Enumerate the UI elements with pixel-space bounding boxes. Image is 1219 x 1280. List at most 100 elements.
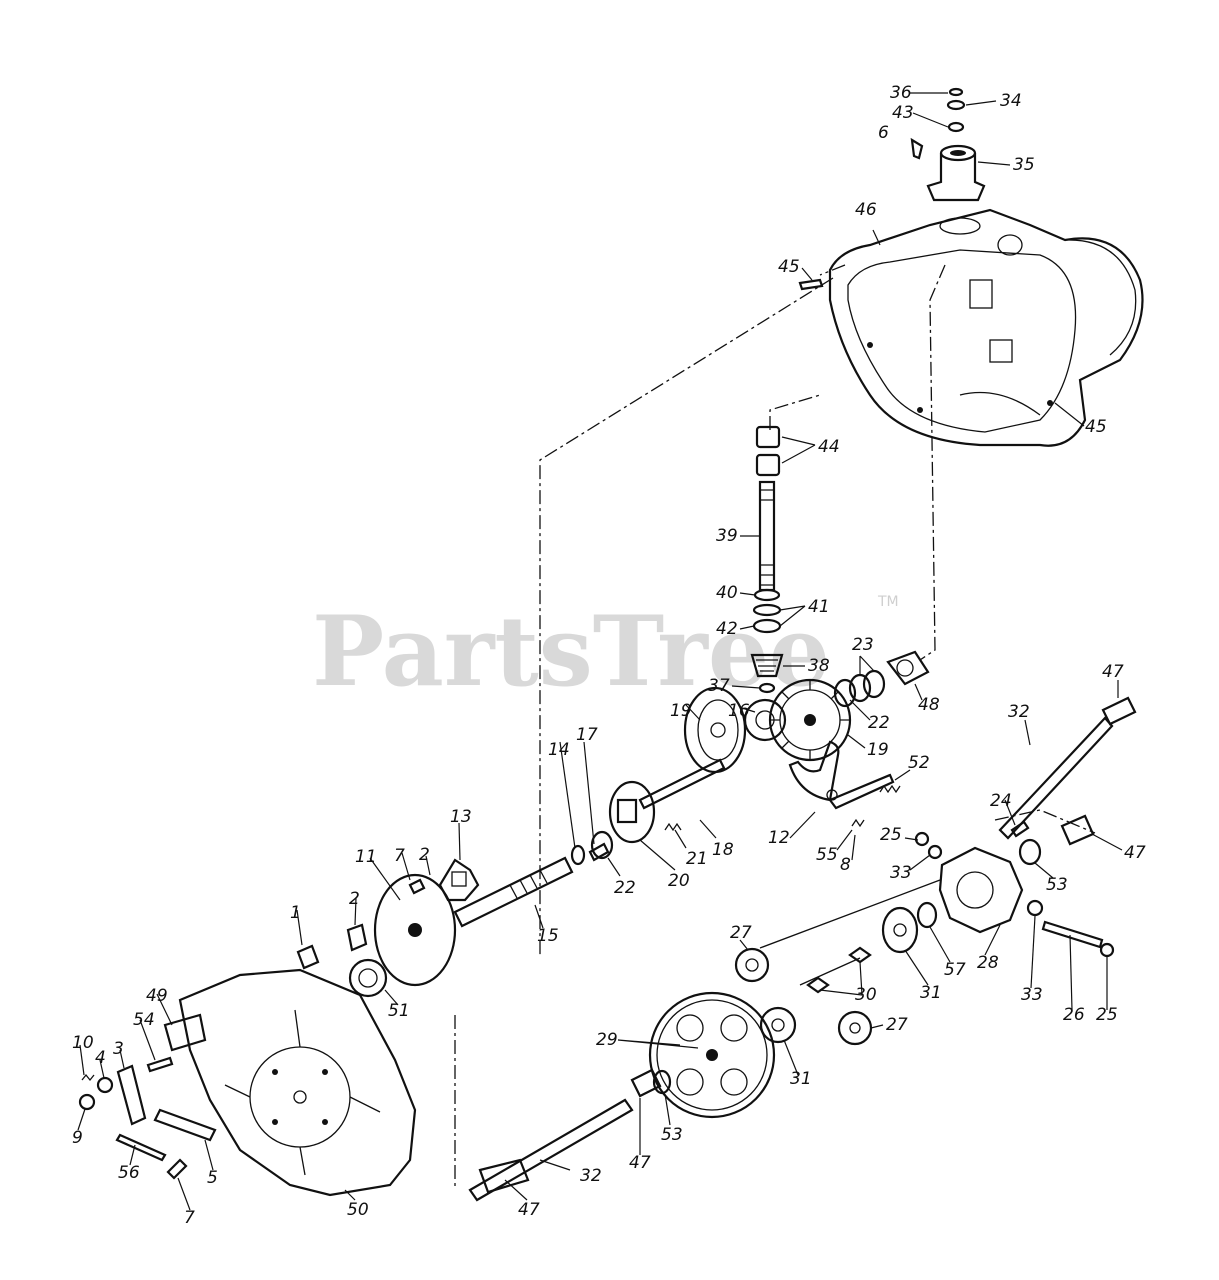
callout-54: 54 <box>133 1010 155 1030</box>
callout-22-left: 22 <box>614 878 636 898</box>
screw-7-lower[interactable] <box>166 1158 188 1180</box>
callout-27-lower: 27 <box>886 1015 908 1035</box>
large-gear-29[interactable] <box>648 991 776 1119</box>
washer-22-right[interactable] <box>833 678 857 708</box>
callout-47-right: 47 <box>1124 843 1146 863</box>
callout-18: 18 <box>712 840 734 860</box>
callout-7-lower: 7 <box>184 1208 195 1228</box>
shaft-39[interactable] <box>758 480 776 592</box>
nuts-25[interactable] <box>914 831 1115 958</box>
washer-22-left[interactable] <box>590 830 614 860</box>
callout-37: 37 <box>708 676 730 696</box>
callout-21: 21 <box>686 849 708 869</box>
callout-31-lower: 31 <box>790 1069 812 1089</box>
spring-55[interactable] <box>851 818 865 828</box>
callout-50: 50 <box>347 1200 369 1220</box>
callout-38: 38 <box>808 656 830 676</box>
spring-10[interactable] <box>81 1073 95 1082</box>
dowel-pin-45[interactable] <box>798 278 824 291</box>
input-shaft-15[interactable] <box>453 856 574 928</box>
bushing-47-top[interactable] <box>1101 696 1137 726</box>
nut-9[interactable] <box>78 1093 96 1111</box>
callout-labels: 36 34 43 6 35 46 45 45 44 39 40 41 42 23… <box>72 83 1146 1228</box>
spring-52[interactable] <box>879 784 901 794</box>
axle-32-right[interactable] <box>998 716 1114 840</box>
callout-33-right: 33 <box>1021 985 1043 1005</box>
bushing-47-mid[interactable] <box>1060 814 1095 846</box>
callout-19-left: 19 <box>670 701 692 721</box>
bushing-48[interactable] <box>886 650 930 686</box>
screw-17[interactable] <box>588 842 610 862</box>
leader-lines <box>77 92 1123 1211</box>
cover-28[interactable] <box>938 846 1024 934</box>
callout-29: 29 <box>596 1030 618 1050</box>
bushing-47-lower[interactable] <box>630 1068 662 1098</box>
washer-57[interactable] <box>916 901 938 929</box>
callout-53-right: 53 <box>1046 875 1068 895</box>
axle-32-left[interactable] <box>468 1098 634 1202</box>
callout-8: 8 <box>840 855 851 875</box>
gear-27-lower[interactable] <box>837 1010 873 1046</box>
callout-47-mid: 47 <box>629 1153 651 1173</box>
callout-46: 46 <box>855 200 877 220</box>
callout-53-lower: 53 <box>661 1125 683 1145</box>
callout-45-right: 45 <box>1085 417 1107 437</box>
washer-4[interactable] <box>96 1076 114 1094</box>
shift-fork-12[interactable] <box>788 740 895 810</box>
callout-3: 3 <box>113 1039 124 1059</box>
callout-28: 28 <box>977 953 999 973</box>
key-1[interactable] <box>296 944 320 970</box>
callout-19-right: 19 <box>867 740 889 760</box>
callout-31-upper: 31 <box>920 983 942 1003</box>
callout-27-upper: 27 <box>730 923 752 943</box>
callout-40: 40 <box>716 583 738 603</box>
bolt-26[interactable] <box>1041 920 1104 949</box>
washers-34-36-43[interactable] <box>946 87 966 133</box>
disc-11[interactable] <box>373 873 457 987</box>
callout-13: 13 <box>450 807 472 827</box>
washers-33[interactable] <box>927 844 1044 917</box>
washer-53-right[interactable] <box>1018 838 1042 866</box>
pinion-38[interactable] <box>750 653 784 678</box>
gear-31-lower[interactable] <box>759 1006 797 1044</box>
callout-23: 23 <box>852 635 874 655</box>
washer-53-lower[interactable] <box>652 1069 672 1095</box>
bracket-49[interactable] <box>163 1013 207 1052</box>
bearing-housing-35[interactable] <box>926 144 986 202</box>
watermark-text: PartsTree <box>312 595 830 708</box>
callout-5: 5 <box>207 1168 218 1188</box>
callout-30: 30 <box>855 985 877 1005</box>
screw-7-upper[interactable] <box>408 878 426 895</box>
bearing-51[interactable] <box>348 958 388 998</box>
callout-24: 24 <box>990 791 1012 811</box>
cover-50[interactable] <box>178 968 417 1197</box>
link-56-5[interactable] <box>115 1108 217 1162</box>
callout-42: 42 <box>716 619 738 639</box>
bolt-6[interactable] <box>910 137 924 160</box>
bevel-gear-19-right[interactable] <box>768 678 852 762</box>
callout-25-right: 25 <box>1096 1005 1118 1025</box>
nuts-30[interactable] <box>806 946 872 994</box>
clip-2[interactable] <box>346 923 368 952</box>
callout-47-bottom: 47 <box>518 1200 540 1220</box>
assembly-lines <box>454 264 1096 1190</box>
collar-20[interactable] <box>608 780 656 844</box>
callout-1: 1 <box>290 903 301 923</box>
callout-39: 39 <box>716 526 738 546</box>
spring-21-18[interactable] <box>638 758 726 832</box>
callout-32-lower: 32 <box>580 1166 602 1186</box>
callout-12: 12 <box>768 828 790 848</box>
callout-26: 26 <box>1063 1005 1085 1025</box>
callout-55: 55 <box>816 845 838 865</box>
ring-14[interactable] <box>570 844 586 866</box>
pin-54[interactable] <box>146 1056 174 1073</box>
callout-43: 43 <box>892 103 914 123</box>
gear-31-upper[interactable] <box>881 906 919 954</box>
callout-20: 20 <box>668 871 690 891</box>
callout-48: 48 <box>918 695 940 715</box>
main-housing-46[interactable] <box>828 208 1144 447</box>
linkage-arm-3[interactable] <box>116 1064 147 1126</box>
bearings-44[interactable] <box>755 425 781 477</box>
gear-27-upper[interactable] <box>734 947 770 983</box>
